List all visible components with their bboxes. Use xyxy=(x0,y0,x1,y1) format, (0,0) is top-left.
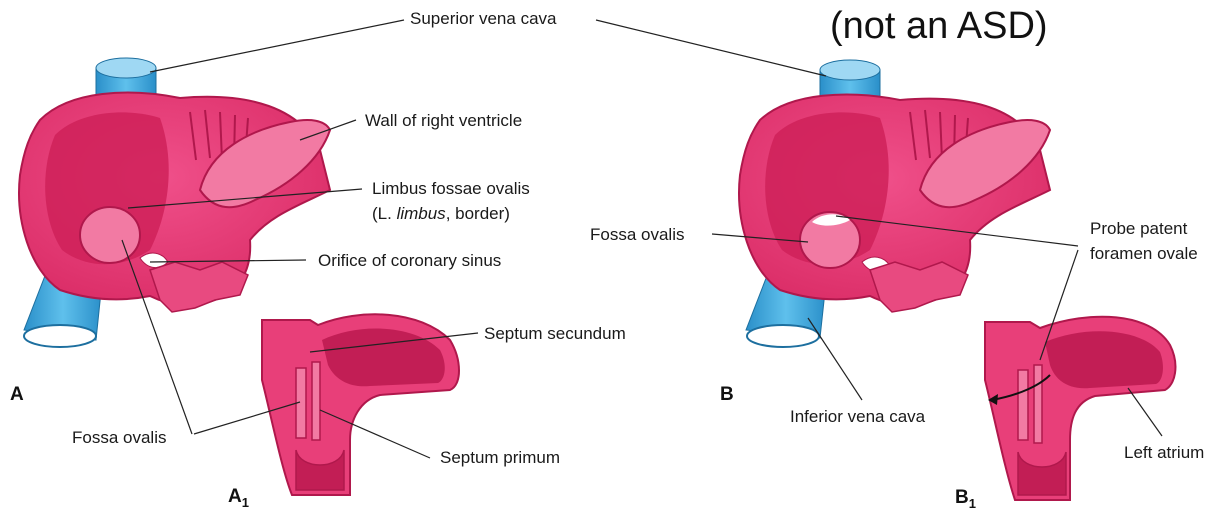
label-septum-secundum: Septum secundum xyxy=(484,324,626,343)
label-limbus-line1: Limbus fossae ovalis xyxy=(372,179,530,198)
section-b1-illustration xyxy=(985,317,1175,500)
label-orifice-coronary-sinus: Orifice of coronary sinus xyxy=(318,251,501,270)
septum-primum-b1 xyxy=(1034,365,1042,443)
label-fossa-ovalis-b: Fossa ovalis xyxy=(590,225,684,244)
panel-label-b1: B1 xyxy=(955,487,976,511)
label-probe-line2: foramen ovale xyxy=(1090,244,1198,263)
panel-label-a1: A1 xyxy=(228,486,249,510)
limbus-pre: (L. xyxy=(372,204,397,223)
label-fossa-ovalis-a: Fossa ovalis xyxy=(72,428,166,447)
valve-edge-a xyxy=(150,262,248,312)
label-left-atrium: Left atrium xyxy=(1124,443,1204,462)
label-superior-vena-cava: Superior vena cava xyxy=(410,9,557,28)
heart-a-illustration xyxy=(19,58,330,347)
panel-a1-sub: 1 xyxy=(242,495,249,510)
header-note: (not an ASD) xyxy=(830,5,1048,47)
panel-b1-letter: B xyxy=(955,487,969,508)
label-inferior-vena-cava: Inferior vena cava xyxy=(790,407,926,426)
fossa-ovalis-a xyxy=(80,207,140,263)
heart-b-illustration xyxy=(739,60,1050,347)
label-wall-right-ventricle: Wall of right ventricle xyxy=(365,111,522,130)
label-limbus-line2: (L. limbus, border) xyxy=(372,204,510,223)
limbus-italic: limbus xyxy=(397,204,447,223)
label-probe-line1: Probe patent xyxy=(1090,219,1188,238)
panel-label-a: A xyxy=(10,384,24,405)
label-septum-primum: Septum primum xyxy=(440,448,560,467)
panel-a1-letter: A xyxy=(228,486,242,507)
septum-secundum-b1 xyxy=(1018,370,1028,440)
septum-primum-a1 xyxy=(312,362,320,440)
panel-b1-sub: 1 xyxy=(969,496,976,511)
valve-edge-b xyxy=(870,262,968,312)
panel-label-b: B xyxy=(720,384,734,405)
limbus-post: , border) xyxy=(446,204,510,223)
